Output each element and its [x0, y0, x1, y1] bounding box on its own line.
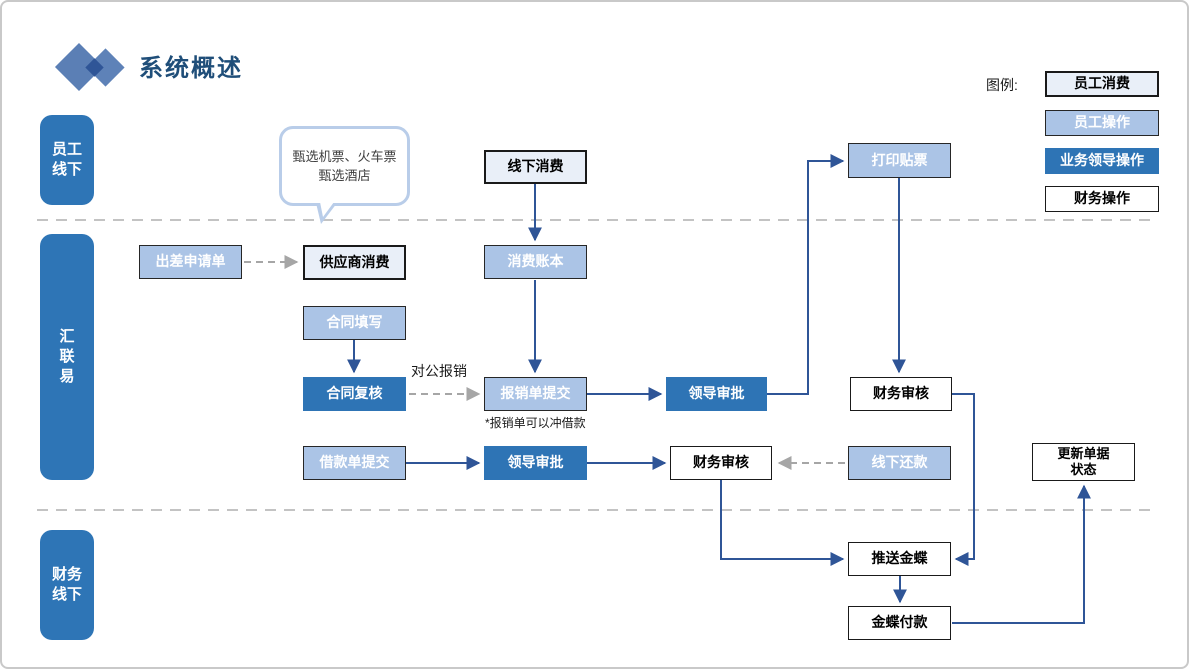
- node-offline-consumption: 线下消费: [484, 150, 587, 184]
- legend-item-employee-consumption: 员工消费: [1045, 71, 1159, 97]
- label-corporate-reimbursement: 对公报销: [411, 363, 467, 379]
- lane-finance-offline: 财务 线下: [40, 530, 94, 640]
- node-loan-submit: 借款单提交: [303, 446, 406, 480]
- lane-huilianyi: 汇 联 易: [40, 234, 94, 480]
- node-contract-fill: 合同填写: [303, 306, 406, 340]
- node-finance-audit-1: 财务审核: [850, 377, 952, 411]
- node-supplier-consumption: 供应商消费: [303, 245, 406, 280]
- node-push-kingdee: 推送金蝶: [848, 542, 951, 576]
- callout-ticket-hotel: 甄选机票、火车票 甄选酒店: [279, 126, 410, 224]
- node-consumption-ledger: 消费账本: [484, 245, 587, 279]
- legend-label: 图例:: [986, 77, 1018, 93]
- logo-diamonds-icon: [54, 42, 130, 94]
- node-leader-approval-1: 领导审批: [666, 377, 767, 411]
- legend-item-employee-operation: 员工操作: [1045, 110, 1159, 136]
- node-offline-repayment: 线下还款: [848, 446, 951, 480]
- legend-item-leader-operation: 业务领导操作: [1045, 148, 1159, 174]
- node-finance-audit-2: 财务审核: [670, 446, 772, 480]
- label-expense-offset-note: *报销单可以冲借款: [485, 416, 586, 430]
- node-print-tickets: 打印贴票: [848, 143, 951, 178]
- node-travel-request: 出差申请单: [139, 245, 242, 279]
- node-update-doc-status: 更新单据 状态: [1032, 443, 1135, 481]
- lane-employee-offline: 员工 线下: [40, 115, 94, 205]
- node-kingdee-payment: 金蝶付款: [848, 606, 951, 640]
- page-title: 系统概述: [139, 56, 243, 82]
- legend-item-finance-operation: 财务操作: [1045, 186, 1159, 212]
- dashed-connectors: [244, 255, 845, 470]
- node-contract-review: 合同复核: [303, 377, 406, 411]
- node-expense-submit: 报销单提交: [484, 377, 587, 411]
- node-leader-approval-2: 领导审批: [484, 446, 587, 480]
